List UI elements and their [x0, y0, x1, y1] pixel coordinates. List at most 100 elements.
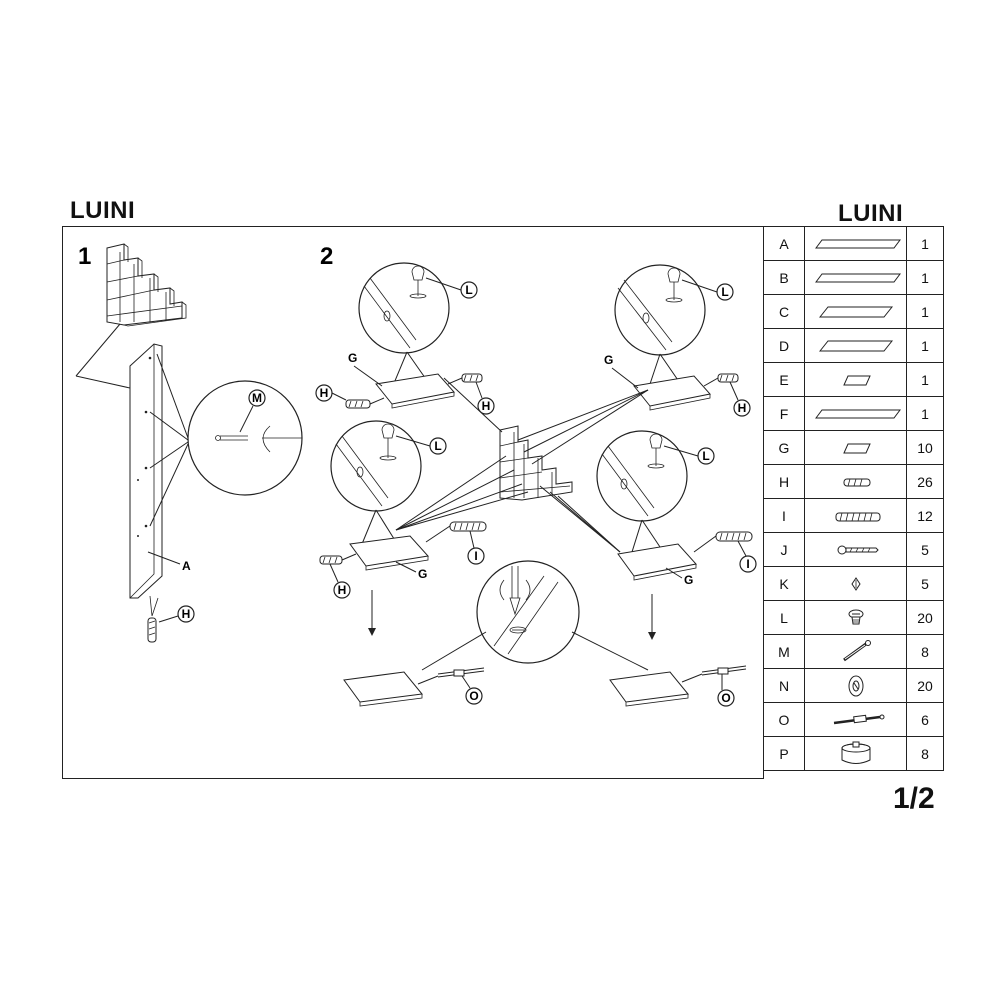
- callout-o-1: O: [469, 689, 478, 703]
- part-quantity: 12: [906, 498, 944, 533]
- part-quantity: 5: [906, 532, 944, 567]
- callout-h-2: H: [482, 399, 491, 413]
- part-quantity: 1: [906, 396, 944, 431]
- part-letter: O: [763, 702, 805, 737]
- medium-panel-icon: [804, 328, 907, 363]
- part-quantity: 20: [906, 600, 944, 635]
- detail-circle-connector: [476, 560, 580, 664]
- part-quantity: 20: [906, 668, 944, 703]
- connector-bolt-o-1: [437, 667, 485, 678]
- central-shelf-unit: [499, 425, 573, 501]
- shelf-panel-g-4: [617, 543, 697, 581]
- part-quantity: 10: [906, 430, 944, 465]
- callout-m: M: [252, 391, 262, 405]
- callout-g-3: G: [418, 567, 427, 581]
- part-letter: D: [763, 328, 805, 363]
- part-quantity: 8: [906, 736, 944, 771]
- callout-g-1: G: [348, 351, 357, 365]
- parts-row: G 10: [763, 430, 944, 465]
- shelf-unit-thumbnail: [106, 243, 187, 327]
- part-letter: P: [763, 736, 805, 771]
- part-letter: M: [763, 634, 805, 669]
- manual-title-left: LUINI: [70, 197, 136, 224]
- part-quantity: 6: [906, 702, 944, 737]
- callout-h-1: H: [320, 386, 329, 400]
- dowel-h-4: [319, 555, 343, 565]
- part-letter: A: [763, 226, 805, 261]
- part-letter: C: [763, 294, 805, 329]
- part-quantity: 8: [906, 634, 944, 669]
- callout-l-4: L: [702, 449, 709, 463]
- part-quantity: 1: [906, 226, 944, 261]
- part-letter: J: [763, 532, 805, 567]
- step-1-number: 1: [78, 243, 91, 270]
- parts-row: I 12: [763, 498, 944, 533]
- dowel-h-1: [345, 399, 371, 409]
- dowel-i-1: [449, 521, 487, 532]
- small-panel-icon: [804, 362, 907, 397]
- callout-l-1: L: [465, 283, 472, 297]
- dowel-h-3: [717, 373, 739, 383]
- long-panel-icon: [804, 260, 907, 295]
- callout-h-3: H: [738, 401, 747, 415]
- parts-row: N 20: [763, 668, 944, 703]
- connector-bolt-o-2: [701, 665, 747, 676]
- part-letter: B: [763, 260, 805, 295]
- cam-lock-icon: [804, 600, 907, 635]
- dowel-i-2: [715, 531, 753, 542]
- assembly-diagram: 1 M A H 2: [75, 243, 757, 707]
- callout-h-4: H: [338, 583, 347, 597]
- detail-circle-top-left: [358, 262, 450, 354]
- cam-bolt-icon: [804, 634, 907, 669]
- medium-panel-icon: [804, 294, 907, 329]
- dowel-h-2: [461, 373, 483, 383]
- part-quantity: 1: [906, 260, 944, 295]
- part-letter: N: [763, 668, 805, 703]
- callout-a: A: [182, 559, 191, 573]
- part-quantity: 1: [906, 362, 944, 397]
- part-letter: K: [763, 566, 805, 601]
- shelf-panel-g-2: [633, 375, 711, 411]
- manual-title-right: LUINI: [838, 200, 904, 227]
- callout-o-2: O: [721, 691, 730, 705]
- shelf-panel-g-1: [375, 373, 455, 409]
- part-letter: I: [763, 498, 805, 533]
- part-quantity: 26: [906, 464, 944, 499]
- screw-icon: [804, 532, 907, 567]
- arrow-down-left-icon: [368, 590, 376, 636]
- step-2-number: 2: [320, 243, 333, 270]
- callout-g-4: G: [684, 573, 693, 587]
- page-number: 1/2: [893, 782, 935, 815]
- shelf-panel-g-3: [349, 535, 429, 571]
- part-letter: G: [763, 430, 805, 465]
- long-panel-icon: [804, 396, 907, 431]
- detail-circle-mid-right: [596, 430, 688, 522]
- connector-bolt-icon: [804, 702, 907, 737]
- bottom-panel-left: [343, 671, 423, 707]
- part-quantity: 1: [906, 328, 944, 363]
- callout-i-1: I: [474, 549, 477, 563]
- detail-circle-top-right: [614, 264, 706, 356]
- long-panel-icon: [804, 226, 907, 261]
- part-letter: F: [763, 396, 805, 431]
- detail-circle-mid-left: [330, 420, 422, 512]
- side-panel-a: [129, 343, 163, 599]
- part-quantity: 5: [906, 566, 944, 601]
- wall-plug-icon: [804, 566, 907, 601]
- small-panel-icon: [804, 430, 907, 465]
- callout-i-2: I: [746, 557, 749, 571]
- callout-l-2: L: [721, 285, 728, 299]
